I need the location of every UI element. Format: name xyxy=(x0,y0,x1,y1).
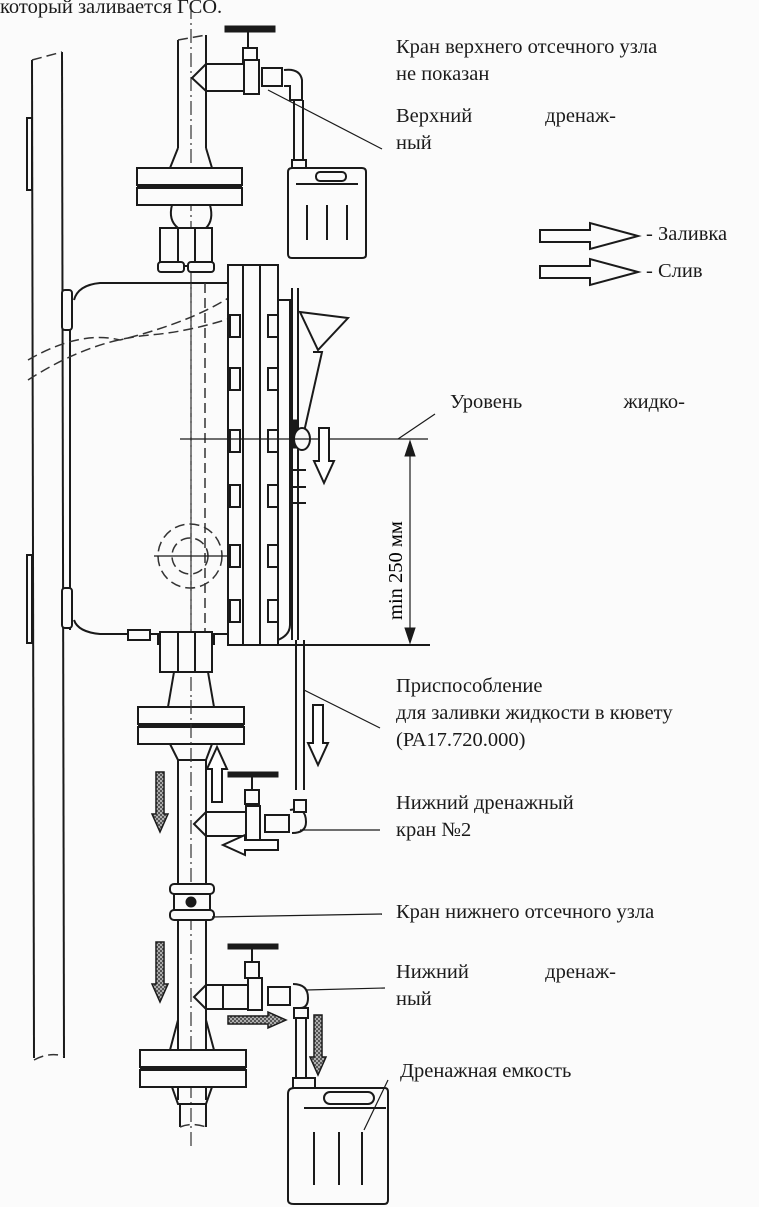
legend-fill-arrow xyxy=(539,221,642,251)
clamp xyxy=(267,544,279,568)
upper-drain-canister xyxy=(287,159,367,259)
drain-container xyxy=(287,1077,389,1205)
fill-flow-arrow xyxy=(205,744,229,803)
clamp xyxy=(267,429,279,453)
callout-lower-drain: Нижний дренаж- ный xyxy=(396,959,616,1013)
callout-line: Приспособление xyxy=(396,675,543,697)
clamp xyxy=(267,484,279,508)
callout-line: кран №2 xyxy=(396,819,472,841)
drain-arrows xyxy=(150,771,328,1077)
callout-line: ный xyxy=(396,988,432,1010)
leader-lines xyxy=(211,89,383,918)
clamp xyxy=(229,314,241,338)
callout-word: дренаж- xyxy=(545,105,616,127)
clamp xyxy=(267,367,279,391)
clamp xyxy=(229,484,241,508)
lower-drain-valve xyxy=(192,943,386,1080)
intro-text: который заливается ГСО. xyxy=(0,0,223,18)
drain-flow-arrow xyxy=(308,1014,328,1077)
callout-line: Нижний дренажный xyxy=(396,792,574,814)
callout-upper-shutoff-valve: Кран верхнего отсечного узла не показан xyxy=(396,34,657,88)
callout-line: Кран верхнего отсечного узла xyxy=(396,36,658,58)
callout-line: Кран нижнего отсечного узла xyxy=(396,901,655,923)
callout-word: дренаж- xyxy=(545,961,616,983)
clamp xyxy=(267,599,279,623)
legend-drain-arrow xyxy=(539,257,642,287)
clamp xyxy=(229,544,241,568)
upper-pipe xyxy=(136,5,243,700)
mounting-wall xyxy=(26,51,65,1061)
fill-flow-arrow xyxy=(220,833,279,857)
legend-drain-label: - Слив xyxy=(646,260,703,282)
fill-arrows xyxy=(205,427,336,857)
cuvette-column xyxy=(227,264,430,646)
callout-word: Уровень xyxy=(450,391,523,413)
liquid-level-dimension xyxy=(180,413,436,646)
lower-pipe xyxy=(137,631,247,1150)
callout-line: не показан xyxy=(396,63,490,85)
drain-flow-arrow xyxy=(150,771,170,834)
lower-drain-valve-2 xyxy=(192,771,380,841)
clamp xyxy=(229,429,241,453)
upper-drain-valve xyxy=(190,25,304,163)
callout-line: Дренажная емкость xyxy=(400,1060,572,1082)
callout-drain-container: Дренажная емкость xyxy=(400,1058,571,1085)
fill-flow-arrow xyxy=(306,704,330,768)
callout-fill-device: Приспособление для заливки жидкости в кю… xyxy=(396,673,673,754)
fill-flow-arrow xyxy=(312,427,336,486)
drain-flow-arrow xyxy=(227,1010,288,1030)
callout-lower-drain-valve-2: Нижний дренажный кран №2 xyxy=(396,790,574,844)
callout-upper-drain: Верхний дренаж- ный xyxy=(396,103,616,157)
clamp xyxy=(229,599,241,623)
callout-line: для заливки жидкости в кювету xyxy=(396,702,673,724)
clamp xyxy=(267,314,279,338)
legend-fill-label: - Заливка xyxy=(646,223,728,245)
callout-word: Нижний xyxy=(396,961,469,983)
callout-line: (РА17.720.000) xyxy=(396,729,526,751)
callout-line: ный xyxy=(396,132,432,154)
callout-word: жидко- xyxy=(623,391,685,413)
dimension-label: min 250 мм xyxy=(385,521,407,620)
drain-flow-arrow xyxy=(150,941,170,1004)
callout-lower-shutoff-valve: Кран нижнего отсечного узла xyxy=(396,899,654,926)
clamp xyxy=(229,367,241,391)
callout-liquid-level: Уровень жидко- xyxy=(450,389,685,416)
analyzer-housing xyxy=(27,282,279,645)
callout-word: Верхний xyxy=(396,105,473,127)
